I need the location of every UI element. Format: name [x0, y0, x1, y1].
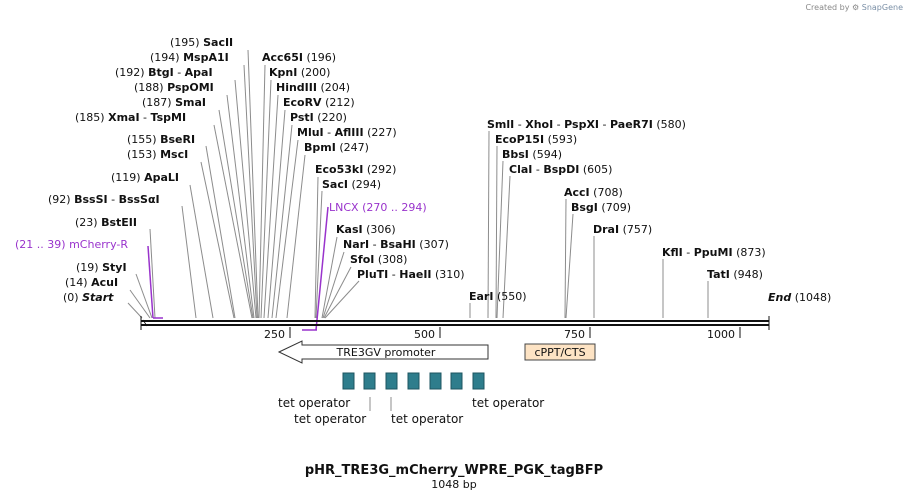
site-label-smai: (187) SmaI — [142, 96, 206, 109]
site-label-eari: EarI (550) — [469, 290, 527, 303]
ruler-tick-750: 750 — [564, 328, 585, 341]
site-label-pluti-haeii: PluTI - HaeII (310) — [357, 268, 465, 281]
operator-label: tet operator — [278, 396, 350, 410]
map-length: 1048 bp — [431, 478, 476, 491]
operator-box[interactable] — [342, 372, 355, 390]
promoter-label: TRE3GV promoter — [336, 346, 436, 359]
site-label-bbsi: BbsI (594) — [502, 148, 562, 161]
cppt-label: cPPT/CTS — [534, 346, 585, 359]
site-label-kpni: KpnI (200) — [269, 66, 330, 79]
site-label-btgi-apai: (192) BtgI - ApaI — [115, 66, 213, 79]
ruler-tick-500: 500 — [414, 328, 435, 341]
site-label-pspomi: (188) PspOMI — [134, 81, 214, 94]
site-label-nari-bsahi: NarI - BsaHI (307) — [343, 238, 449, 251]
site-label-bpmi: BpmI (247) — [304, 141, 369, 154]
operator-box[interactable] — [450, 372, 463, 390]
site-label-drai: DraI (757) — [593, 223, 652, 236]
site-label-clai-bspdi: ClaI - BspDI (605) — [509, 163, 612, 176]
site-label-styi: (19) StyI — [76, 261, 127, 274]
site-label-msci: (153) MscI — [127, 148, 188, 161]
site-label-kasi: KasI (306) — [336, 223, 396, 236]
snapgene-logo-icon: ⚙ — [852, 3, 860, 12]
credit-text: Created by — [805, 3, 850, 12]
operator-box[interactable] — [407, 372, 420, 390]
operator-box[interactable] — [385, 372, 398, 390]
operator-label: tet operator — [472, 396, 544, 410]
operator-box[interactable] — [472, 372, 485, 390]
feature-label-mcherry: (21 .. 39) mCherry-R — [15, 238, 128, 251]
ruler: 250 500 750 1000 — [264, 327, 741, 341]
site-label-acci: AccI (708) — [564, 186, 623, 199]
site-label-smli-xhoi: SmlI - XhoI - PspXI - PaeR7I (580) — [487, 118, 686, 131]
site-label-start: (0) Start — [63, 291, 114, 304]
site-label-tati: TatI (948) — [707, 268, 763, 281]
operator-box[interactable] — [429, 372, 442, 390]
site-label-bsgi: BsgI (709) — [571, 201, 631, 214]
credit-app: SnapGene — [861, 3, 903, 12]
site-label-eco53ki: Eco53kI (292) — [315, 163, 396, 176]
site-label-psti: PstI (220) — [290, 111, 347, 124]
backbone — [140, 316, 770, 330]
site-label-acui: (14) AcuI — [65, 276, 118, 289]
operator-label: tet operator — [294, 412, 366, 426]
site-label-bsssi: (92) BssSI - BssSαI — [48, 193, 160, 206]
operator-boxes — [342, 372, 485, 390]
site-label-end: End (1048) — [768, 291, 831, 304]
operator-connectors — [369, 397, 392, 411]
map-title: pHR_TRE3G_mCherry_WPRE_PGK_tagBFP — [305, 463, 603, 478]
operator-label: tet operator — [391, 412, 463, 426]
snapgene-credit: Created by ⚙ SnapGene — [805, 3, 903, 12]
operator-box[interactable] — [363, 372, 376, 390]
site-label-saci: SacI (294) — [322, 178, 381, 191]
site-label-acc65i: Acc65I (196) — [262, 51, 336, 64]
ruler-tick-1000: 1000 — [707, 328, 735, 341]
promoter-feature[interactable]: TRE3GV promoter — [277, 340, 489, 364]
ruler-tick-250: 250 — [264, 328, 285, 341]
feature-markers — [147, 206, 329, 331]
site-label-bsteii: (23) BstEII — [75, 216, 137, 229]
site-label-apali: (119) ApaLI — [111, 171, 179, 184]
site-label-mspa1i: (194) MspA1I — [150, 51, 229, 64]
site-label-sacii: (195) SacII — [170, 36, 233, 49]
site-label-ecop15i: EcoP15I (593) — [495, 133, 577, 146]
feature-label-lncx: LNCX (270 .. 294) — [329, 201, 427, 214]
site-label-mlui-afliii: MluI - AflIII (227) — [297, 126, 397, 139]
site-label-hindiii: HindIII (204) — [276, 81, 350, 94]
cppt-feature[interactable]: cPPT/CTS — [524, 343, 596, 361]
site-label-sfoi: SfoI (308) — [350, 253, 407, 266]
site-label-bseri: (155) BseRI — [127, 133, 195, 146]
site-label-xmai-tspmi: (185) XmaI - TspMI — [75, 111, 186, 124]
site-label-kfli-ppumi: KflI - PpuMI (873) — [662, 246, 766, 259]
site-label-ecorv: EcoRV (212) — [283, 96, 355, 109]
site-connectors — [127, 49, 709, 319]
